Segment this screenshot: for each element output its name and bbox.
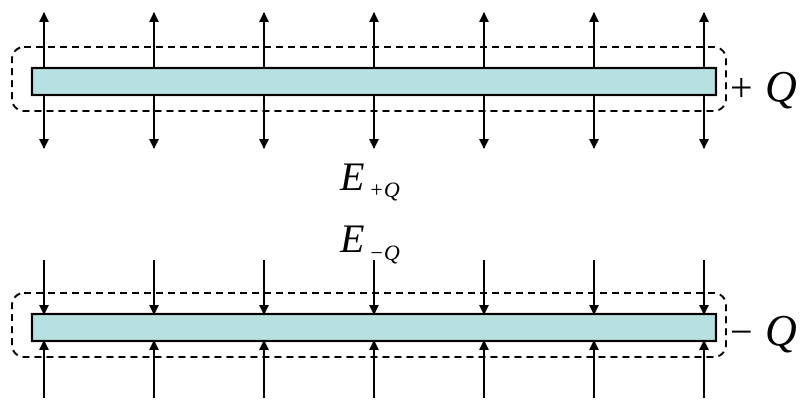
- positive-charge-sign: +: [730, 65, 753, 110]
- negative-plate-group: − Q: [11, 260, 797, 398]
- positive-plate-group: + Q: [11, 12, 797, 149]
- field-label-negative: E −Q: [339, 216, 400, 265]
- field-label-positive-subscript: +Q: [369, 177, 400, 202]
- negative-charge-sign: −: [730, 309, 753, 354]
- positive-field-arrows: [39, 12, 709, 149]
- negative-plate: [30, 312, 718, 343]
- positive-charge-symbol: Q: [765, 62, 797, 111]
- positive-plate: [30, 66, 718, 97]
- field-label-positive-symbol: E: [339, 154, 364, 199]
- field-label-positive: E +Q: [339, 154, 400, 202]
- negative-charge-symbol: Q: [765, 306, 797, 355]
- negative-field-arrows: [39, 260, 709, 398]
- field-label-negative-symbol: E: [339, 216, 364, 261]
